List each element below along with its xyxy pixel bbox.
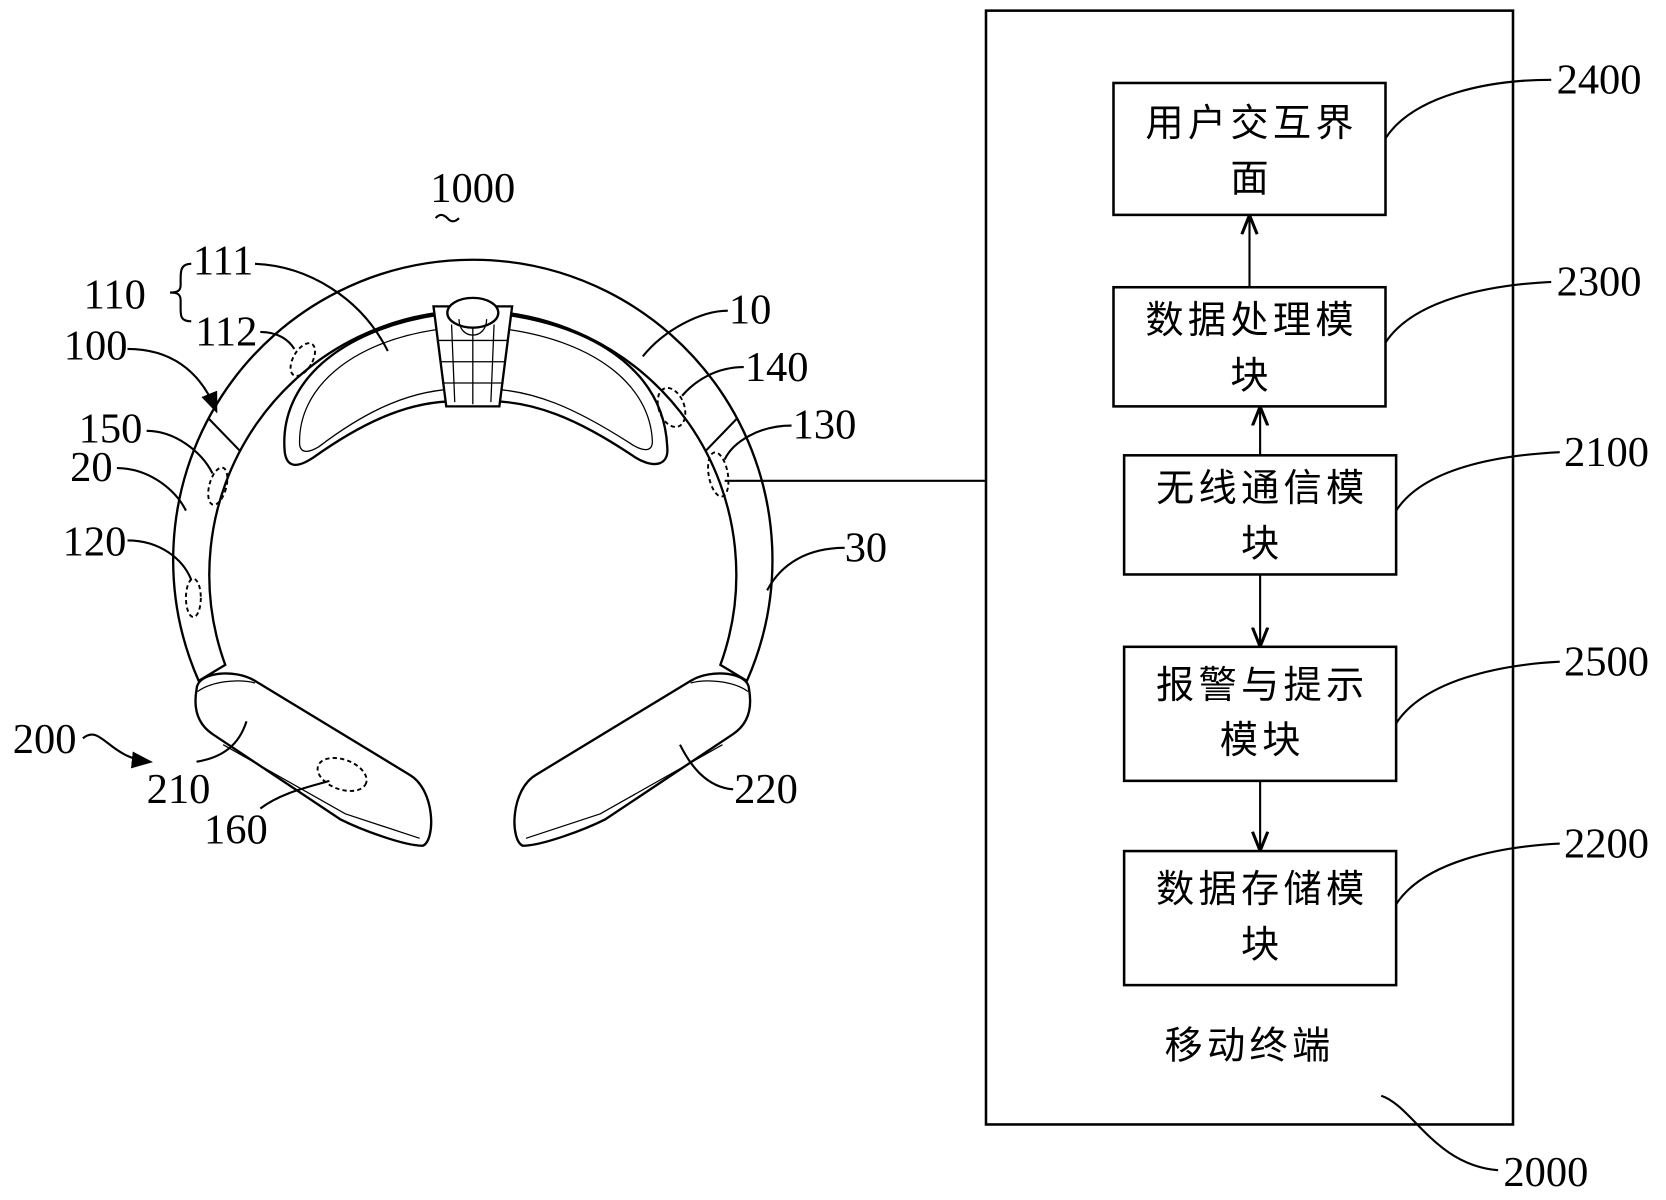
module-text-line: 数据存储模 — [1156, 867, 1368, 912]
ref-2000: 2000 — [1503, 1149, 1588, 1196]
ref-140: 140 — [745, 344, 809, 391]
module-text-line: 报警与提示 — [1156, 663, 1368, 708]
leader-200 — [83, 735, 149, 762]
module-text-line: 模块 — [1220, 718, 1305, 763]
module-data-processing: 数据处理模 块 — [1114, 287, 1386, 406]
mobile-terminal: 用户交互界 面 数据处理模 块 无线通信模 块 报警与提示 模块 数据存储模 块 — [986, 11, 1649, 1197]
tilde-1000 — [436, 215, 459, 221]
neck-device: 1000 110 111 112 100 10 140 150 20 130 1… — [13, 165, 887, 854]
module-alarm-prompt: 报警与提示 模块 — [1124, 647, 1396, 781]
module-text-line: 用户交互界 — [1145, 101, 1357, 146]
ref-110: 110 — [84, 271, 146, 318]
ref-100: 100 — [64, 323, 128, 370]
leader-30 — [767, 548, 845, 591]
leader-100 — [128, 349, 216, 410]
ref-20: 20 — [70, 444, 112, 491]
ref-1000: 1000 — [430, 165, 515, 212]
module-wireless-communication: 无线通信模 块 — [1124, 455, 1396, 574]
ref-2500: 2500 — [1564, 639, 1649, 686]
end-piece-right — [514, 673, 750, 845]
module-text-line: 数据处理模 — [1145, 298, 1357, 343]
ref-2300: 2300 — [1557, 259, 1642, 306]
module-text-line: 面 — [1230, 156, 1273, 201]
ref-130: 130 — [793, 401, 857, 448]
center-connector — [434, 298, 513, 407]
leader-20 — [117, 468, 186, 511]
module-data-storage: 数据存储模 块 — [1124, 851, 1396, 985]
ref-160: 160 — [204, 807, 268, 854]
ref-111: 111 — [193, 237, 254, 284]
terminal-caption: 移动终端 — [1165, 1023, 1335, 1068]
ref-2200: 2200 — [1564, 820, 1649, 867]
ref-220: 220 — [734, 766, 798, 813]
brace-110 — [170, 264, 191, 321]
ref-210: 210 — [147, 766, 211, 813]
module-user-interface: 用户交互界 面 — [1114, 83, 1386, 215]
ref-2400: 2400 — [1557, 57, 1642, 104]
ref-200: 200 — [13, 716, 77, 763]
module-text-line: 块 — [1241, 922, 1284, 967]
module-text-line: 块 — [1241, 521, 1284, 566]
ref-2100: 2100 — [1564, 429, 1649, 476]
ref-112: 112 — [195, 309, 257, 356]
ref-120: 120 — [63, 518, 127, 565]
module-text-line: 块 — [1230, 353, 1273, 398]
ref-10: 10 — [729, 286, 771, 333]
ref-30: 30 — [845, 525, 887, 572]
module-text-line: 无线通信模 — [1156, 466, 1368, 511]
